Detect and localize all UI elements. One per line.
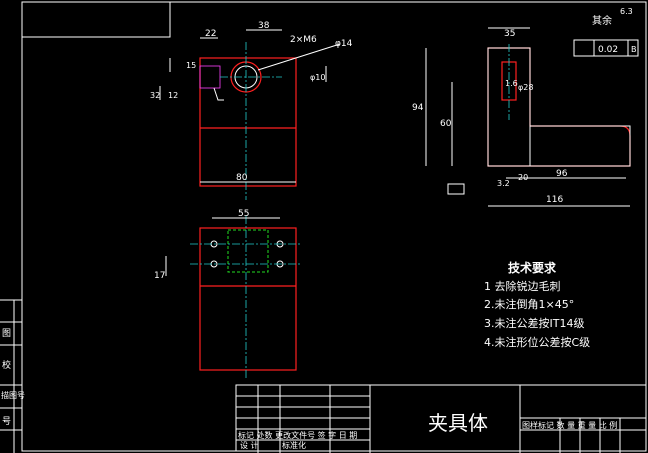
dim-96: 96	[556, 169, 568, 179]
flatness-tolerance: 0.02	[598, 45, 618, 55]
roughness-default-value: 6.3	[620, 7, 633, 16]
part-title: 夹具体	[428, 411, 488, 435]
tech-req-item-4: 4.未注形位公差按C级	[484, 335, 590, 349]
left-strip-labels: 图 校 描图号 号	[1, 328, 25, 427]
dim-28: φ28	[518, 83, 533, 92]
dim-60: 60	[440, 119, 452, 129]
left-strip-label-4: 号	[2, 416, 11, 427]
dim-17: 17	[154, 271, 165, 281]
dim-15: 15	[186, 61, 196, 70]
roughness-32: 3.2	[497, 179, 510, 188]
datum-label: B	[631, 45, 637, 54]
tech-req-item-1: 1 去除锐边毛刺	[484, 279, 561, 293]
dim-20: 20	[518, 173, 528, 182]
dim-2m6: 2×M6	[290, 35, 317, 45]
dim-35: 35	[504, 29, 515, 39]
dim-10: φ10	[310, 73, 325, 82]
dim-116: 116	[546, 195, 563, 205]
tech-req-item-3: 3.未注公差按IT14级	[484, 316, 584, 330]
dim-55: 55	[238, 209, 249, 219]
left-strip-label-1: 图	[2, 328, 11, 339]
dim-14: φ14	[335, 39, 353, 49]
front-view: 22 38 2×M6 φ14 15 32 12 φ10 80	[150, 21, 353, 200]
dim-22: 22	[205, 29, 216, 39]
roughness-default-note: 其余	[592, 14, 612, 27]
title-block-row1: 标记 处数 更改文件号 签 字 日 期	[238, 430, 357, 440]
side-view: 35 94 60 φ28 1.6 3.2 20 96 116 0.02 B 6.…	[412, 7, 639, 207]
left-strip-label-3: 描图号	[1, 390, 25, 400]
dim-32: 32	[150, 91, 160, 100]
dim-12: 12	[168, 91, 178, 100]
roughness-16: 1.6	[505, 79, 518, 88]
top-view: 55 17	[154, 209, 300, 380]
left-strip-label-2: 校	[2, 359, 11, 371]
title-block-design: 设 计	[240, 440, 259, 450]
title-block-standardization: 标准化	[282, 440, 306, 450]
dim-80: 80	[236, 173, 248, 183]
title-block: 标记 处数 更改文件号 签 字 日 期 设 计 标准化 图样标记 数 量 重 量…	[235, 384, 647, 453]
dim-38: 38	[258, 21, 270, 31]
tech-req-heading: 技术要求	[508, 260, 557, 275]
tech-req-item-2: 2.未注倒角1×45°	[484, 297, 574, 311]
technical-requirements: 技术要求 1 去除锐边毛刺 2.未注倒角1×45° 3.未注公差按IT14级 4…	[484, 260, 590, 349]
title-block-right-header: 图样标记 数 量 重 量 比 例	[522, 420, 617, 430]
dim-94: 94	[412, 103, 424, 113]
